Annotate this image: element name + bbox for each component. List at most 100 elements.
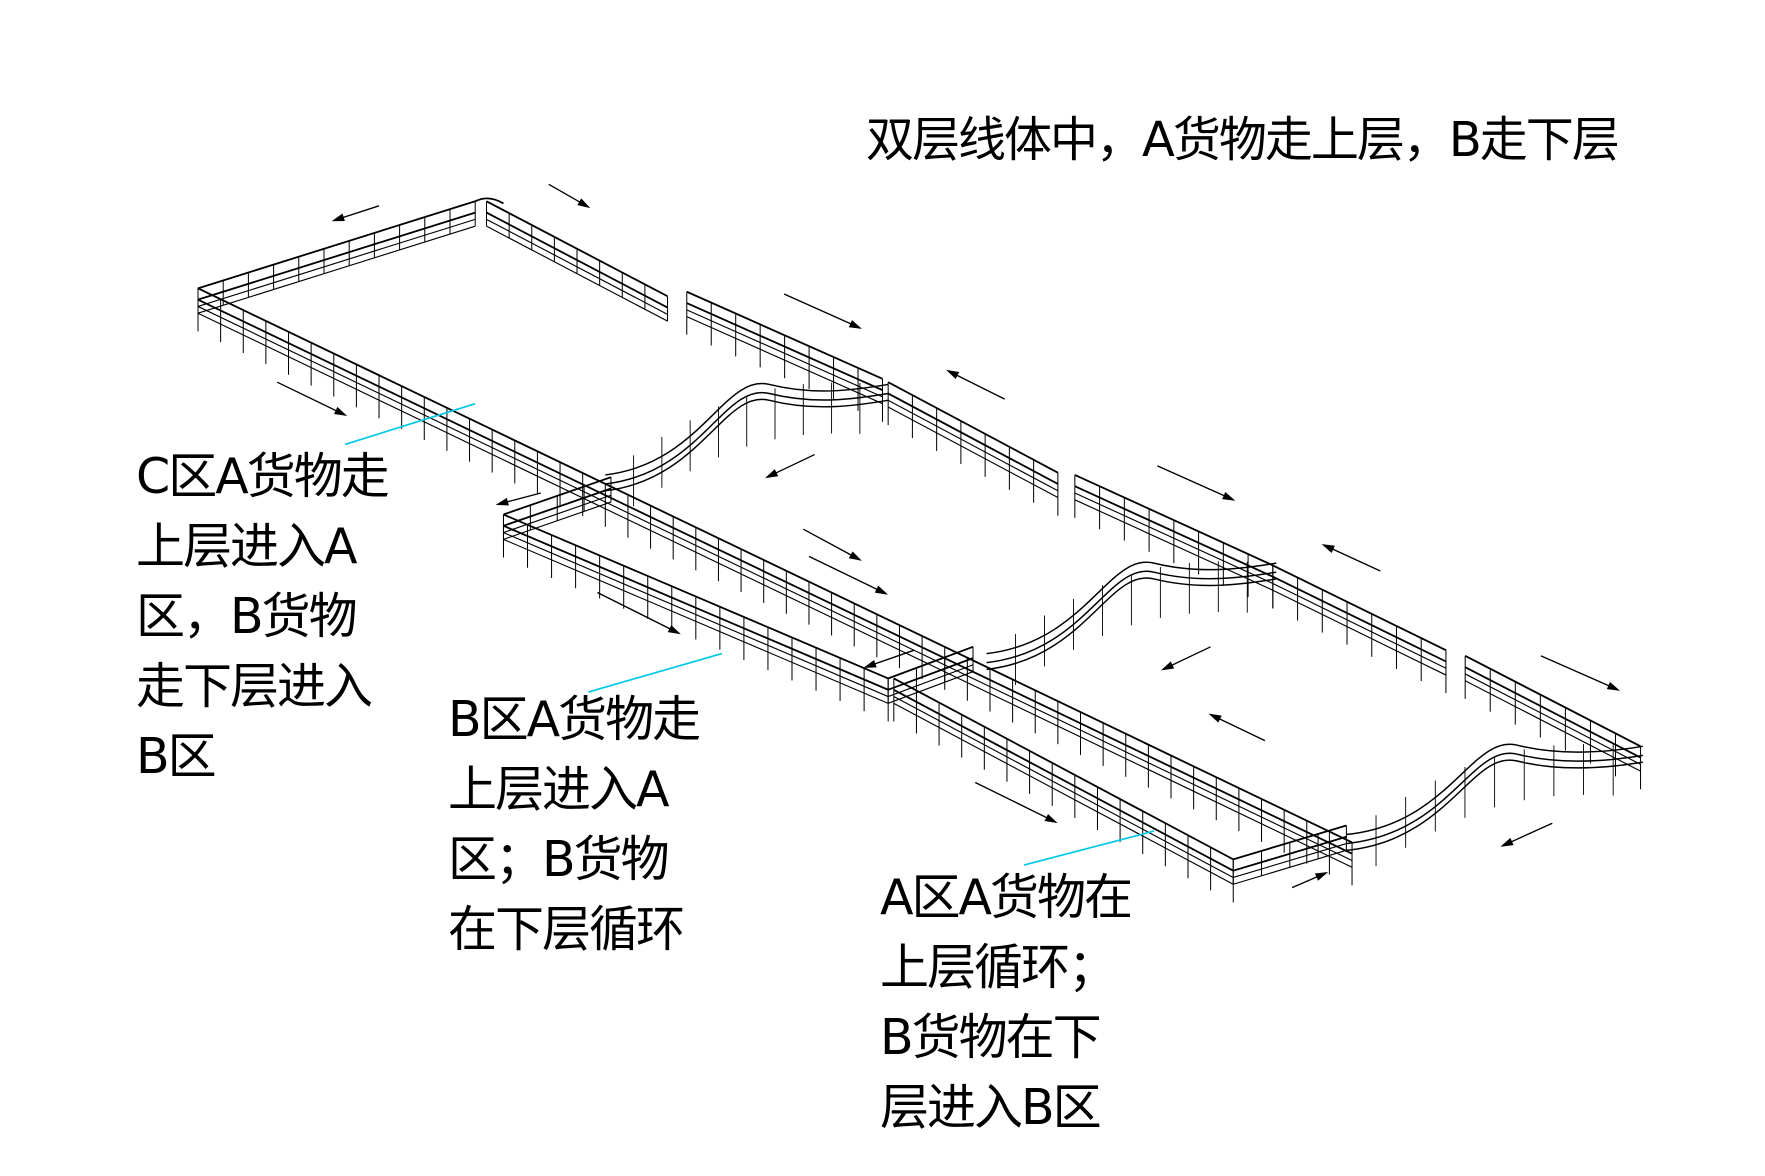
rail-line (197, 211, 476, 301)
rail-line (887, 392, 1059, 485)
arrow-shaft (597, 591, 680, 634)
zone-c-label: C区A货物走 上层进入A 区，B货物 走下层进入 B区 (136, 442, 390, 792)
rail-line (887, 645, 974, 680)
corner-curve (474, 197, 504, 205)
arrow-shaft (1540, 655, 1619, 691)
arrowhead-icon (1161, 661, 1175, 671)
arrowhead-icon (1314, 872, 1329, 881)
arrowhead-icon (1500, 837, 1514, 847)
label-line: 上层循环； (880, 939, 1117, 996)
label-line: C区A货物走 (136, 448, 390, 505)
flow-arrow (1321, 544, 1381, 572)
flow-arrow (1500, 822, 1553, 847)
rail-line (197, 287, 1353, 844)
rail-line (887, 657, 974, 691)
arrowhead-icon (1321, 544, 1335, 553)
flow-arrow (802, 528, 862, 561)
arrowhead-icon (765, 469, 779, 479)
rail-line (1272, 575, 1447, 663)
rail-line (893, 696, 1234, 878)
conveyor-segment (1074, 474, 1274, 609)
flow-arrows (276, 183, 1621, 889)
conveyor-segment (485, 200, 669, 322)
flow-arrow (863, 649, 915, 668)
arrow-shaft (947, 370, 1005, 400)
rail-line (887, 381, 1059, 474)
rail-line (197, 225, 476, 314)
rail-line (887, 664, 974, 698)
flow-arrow (1208, 713, 1266, 742)
arrowhead-icon (863, 660, 877, 668)
flow-arrow (597, 591, 681, 635)
ramp-rail (986, 561, 1277, 655)
ramp-rail (1346, 759, 1643, 852)
rail-line (1464, 680, 1641, 772)
label-line: 上层进入A (136, 518, 358, 575)
leader-lines (344, 402, 1155, 866)
conveyor-segment (686, 290, 884, 422)
conveyor-segment (887, 645, 974, 704)
arrow-shaft (802, 528, 861, 561)
arrowhead-icon (1606, 681, 1621, 691)
zone-b-label: B区A货物走 上层进入A 区；B货物 在下层循环 (448, 685, 701, 965)
ramp-rail (1346, 743, 1643, 836)
conveyor-segment (1232, 824, 1347, 885)
label-line: A区A货物在 (880, 869, 1133, 926)
label-line: 上层进入A (448, 761, 670, 818)
arrowhead-icon (1208, 713, 1222, 723)
label-line: 走下层进入 (136, 658, 373, 715)
rail-line (197, 312, 1353, 868)
arrow-shaft (808, 555, 887, 595)
arrow-shaft (974, 781, 1056, 823)
flow-arrow (974, 781, 1058, 824)
leader-line (588, 652, 723, 693)
arrowhead-icon (577, 198, 591, 209)
conveyor-segment (197, 287, 1353, 886)
label-line: 层进入B区 (880, 1079, 1102, 1136)
rail-line (893, 702, 1234, 885)
label-line: B货物在下 (880, 1009, 1102, 1066)
rail-line (197, 305, 1353, 862)
flow-arrow (765, 453, 815, 479)
label-line: 区；B货物 (448, 831, 670, 888)
ramp-rail (1346, 752, 1643, 845)
ramp-rail (605, 398, 889, 492)
rail-line (1464, 673, 1641, 765)
rail-line (1272, 589, 1447, 676)
flow-arrow (1291, 872, 1329, 889)
arrowhead-icon (334, 406, 348, 416)
arrow-shaft (1157, 465, 1234, 501)
flow-arrow (1161, 646, 1211, 671)
conveyor-segment (893, 677, 1234, 903)
ramp-segment (605, 382, 889, 507)
rail-line (887, 399, 1059, 492)
label-line: B区A货物走 (448, 691, 701, 748)
conveyor-segment (887, 381, 1059, 516)
rail-line (893, 688, 1234, 872)
ramp-segment (1346, 743, 1643, 867)
arrowhead-icon (331, 213, 345, 222)
label-line: B区 (136, 728, 217, 785)
rail-line (887, 671, 974, 704)
rail-line (197, 218, 476, 307)
flow-arrow (1157, 465, 1236, 501)
rail-line (893, 677, 1234, 861)
conveyor-segment (1272, 564, 1447, 694)
ramp-segment (986, 561, 1277, 685)
flow-arrow (946, 369, 1005, 400)
arrowhead-icon (848, 320, 862, 329)
ramp-rail (605, 382, 889, 476)
conveyor-segment (197, 200, 476, 314)
rail-line (1272, 564, 1447, 652)
rail-line (1464, 655, 1641, 748)
arrow-shaft (276, 381, 346, 416)
diagram-title: 双层线体中，A货物走上层，B走下层 (866, 112, 1620, 168)
flow-arrow (808, 555, 888, 595)
ramp-rail (605, 391, 889, 485)
flow-arrow (331, 205, 380, 222)
arrowhead-icon (946, 369, 960, 380)
flow-arrow (276, 381, 348, 416)
arrowhead-icon (495, 497, 509, 506)
label-line: 在下层循环 (448, 901, 685, 958)
